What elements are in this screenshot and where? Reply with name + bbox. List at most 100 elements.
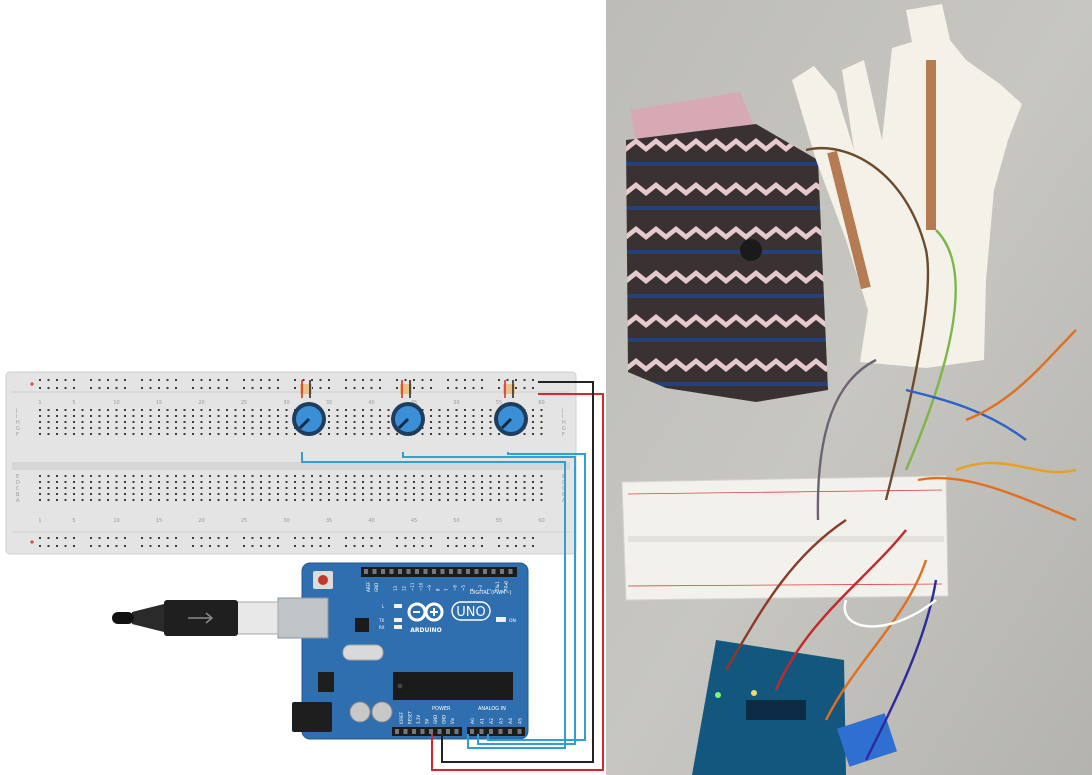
breadboard-hole xyxy=(370,487,373,489)
breadboard-hole xyxy=(438,481,441,483)
breadboard-hole xyxy=(328,421,330,423)
rail-hole xyxy=(141,387,143,389)
potentiometer-1 xyxy=(292,380,326,436)
row-letter: F xyxy=(16,432,19,438)
breadboard-hole xyxy=(311,481,313,483)
led-label-tx: TX xyxy=(378,618,384,623)
breadboard-hole xyxy=(421,427,424,429)
breadboard-hole xyxy=(362,415,364,417)
analog-pin-label: A2 xyxy=(489,718,495,724)
rail-hole xyxy=(209,387,211,389)
breadboard-hole xyxy=(540,487,543,489)
column-number-bottom: 45 xyxy=(411,518,417,524)
breadboard-hole xyxy=(124,433,126,435)
breadboard-hole xyxy=(158,433,160,435)
breadboard-hole xyxy=(481,487,483,489)
breadboard-hole xyxy=(243,481,245,483)
breadboard-hole xyxy=(540,433,543,435)
breadboard-hole xyxy=(396,481,398,483)
rail-hole xyxy=(56,545,58,547)
rail-hole xyxy=(464,537,466,539)
breadboard-hole xyxy=(81,475,84,477)
rail-hole xyxy=(268,537,271,539)
breadboard-hole xyxy=(226,415,228,417)
breadboard-hole xyxy=(328,409,330,411)
breadboard-hole xyxy=(311,487,313,489)
breadboard-hole xyxy=(98,409,101,411)
column-number-bottom: 55 xyxy=(496,518,502,524)
breadboard-hole xyxy=(107,475,109,477)
breadboard-hole xyxy=(464,487,466,489)
power-pin-label: GND xyxy=(442,715,447,724)
usb-icon xyxy=(188,612,214,624)
breadboard-hole xyxy=(251,427,254,429)
breadboard-hole xyxy=(464,427,466,429)
breadboard-hole xyxy=(345,433,347,435)
digital-pin-label: 12 xyxy=(402,585,407,591)
on-led xyxy=(496,617,506,622)
power-header-pin xyxy=(412,729,416,734)
breadboard-hole xyxy=(234,481,237,483)
breadboard-hole xyxy=(64,487,67,489)
rail-hole xyxy=(217,537,220,539)
breadboard-hole xyxy=(311,499,313,501)
rail-hole xyxy=(515,387,517,389)
breadboard-hole xyxy=(175,427,177,429)
rail-hole xyxy=(413,537,415,539)
potentiometers xyxy=(292,380,528,436)
breadboard-hole xyxy=(277,499,279,501)
breadboard-hole xyxy=(64,493,67,495)
digital-header-pin xyxy=(508,569,513,574)
breadboard-hole xyxy=(209,409,211,411)
breadboard-hole xyxy=(336,421,339,423)
rail-hole xyxy=(56,537,58,539)
rail-hole xyxy=(47,537,50,539)
breadboard-hole xyxy=(73,415,75,417)
breadboard-hole xyxy=(209,427,211,429)
breadboard-hole xyxy=(200,475,203,477)
breadboard-hole xyxy=(141,427,143,429)
breadboard-hole xyxy=(166,409,169,411)
digital-header-pin xyxy=(432,569,436,574)
rail-hole xyxy=(209,537,211,539)
column-number-bottom: 5 xyxy=(72,518,75,524)
breadboard-hole xyxy=(217,493,220,495)
breadboard-hole xyxy=(540,415,543,417)
breadboard-hole xyxy=(430,421,432,423)
breadboard-hole xyxy=(285,499,288,501)
breadboard-hole xyxy=(149,499,152,501)
rail-hole xyxy=(90,545,92,547)
breadboard-hole xyxy=(217,415,220,417)
breadboard-hole xyxy=(387,409,390,411)
breadboard-hole xyxy=(387,433,390,435)
wire-pot2-a1 xyxy=(402,452,576,745)
breadboard-hole xyxy=(115,433,118,435)
breadboard-hole xyxy=(498,481,500,483)
breadboard-hole xyxy=(370,475,373,477)
row-letter: G xyxy=(16,426,20,432)
breadboard-hole xyxy=(39,487,41,489)
breadboard-hole xyxy=(447,499,449,501)
breadboard-hole xyxy=(56,499,58,501)
breadboard-hole xyxy=(353,493,356,495)
breadboard-hole xyxy=(200,433,203,435)
breadboard-hole xyxy=(260,493,262,495)
rail-hole xyxy=(370,545,373,547)
breadboard-hole xyxy=(353,427,356,429)
breadboard-hole xyxy=(149,487,152,489)
breadboard-hole xyxy=(73,409,75,411)
rail-hole xyxy=(124,537,126,539)
crystal xyxy=(342,644,384,661)
breadboard-hole xyxy=(421,481,424,483)
breadboard-hole xyxy=(200,493,203,495)
rail-hole xyxy=(396,387,398,389)
breadboard-hole xyxy=(124,499,126,501)
rail-hole xyxy=(447,387,449,389)
breadboard-hole xyxy=(481,475,483,477)
prototype-photo xyxy=(606,0,1092,775)
breadboard-hole xyxy=(132,481,135,483)
rail-hole xyxy=(532,545,534,547)
usb-jack xyxy=(277,597,329,639)
breadboard-hole xyxy=(345,475,347,477)
